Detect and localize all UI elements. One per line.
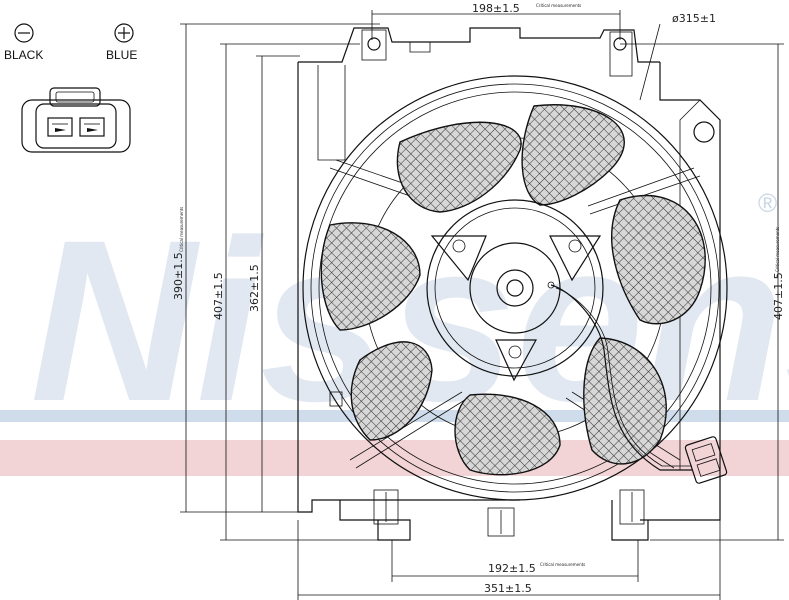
- dim-bottom-inner-width: 192±1.5: [488, 562, 536, 575]
- fan-motor: [426, 199, 692, 471]
- blade-top-right: [521, 104, 625, 206]
- dimension-labels: 198±1.5 Critical measurements ø315±1 390…: [172, 2, 785, 595]
- blade-bottom-right: [583, 337, 667, 465]
- dim-top-critical: Critical measurements: [536, 3, 581, 8]
- minus-icon: [14, 23, 34, 43]
- dim-fan-diameter: ø315±1: [672, 12, 716, 25]
- dim-left-inner-height: 407±1.5: [212, 272, 225, 320]
- dim-right-critical: Critical measurements: [775, 227, 780, 272]
- blade-left: [320, 222, 421, 331]
- plus-icon: [114, 23, 134, 43]
- blade-right: [611, 194, 706, 325]
- fan-ring: [302, 75, 728, 501]
- fan-blades: [320, 104, 706, 476]
- fan-shroud: [297, 27, 721, 541]
- registered-mark: ®: [758, 188, 777, 218]
- connector-diagram: BLACK BLUE: [4, 23, 137, 153]
- dim-bottom-outer-width: 351±1.5: [484, 582, 532, 595]
- blade-bottom: [454, 393, 561, 476]
- dim-right-height: 407±1.5: [772, 272, 785, 320]
- dim-left-outer-height: 390±1.5: [172, 252, 185, 300]
- blade-bottom-left: [350, 341, 433, 441]
- dim-top-width: 198±1.5: [472, 2, 520, 15]
- black-label: BLACK: [4, 48, 43, 62]
- motor-plug: [684, 436, 728, 484]
- blue-label: BLUE: [106, 48, 137, 62]
- dim-left-mid-height: 362±1.5: [248, 264, 261, 312]
- connector-body: [21, 99, 131, 153]
- dim-left-critical: Critical measurements: [179, 207, 184, 252]
- blade-top-left: [396, 121, 522, 213]
- dimension-lines: [180, 10, 784, 600]
- dim-bottom-critical: Critical measurements: [540, 562, 585, 567]
